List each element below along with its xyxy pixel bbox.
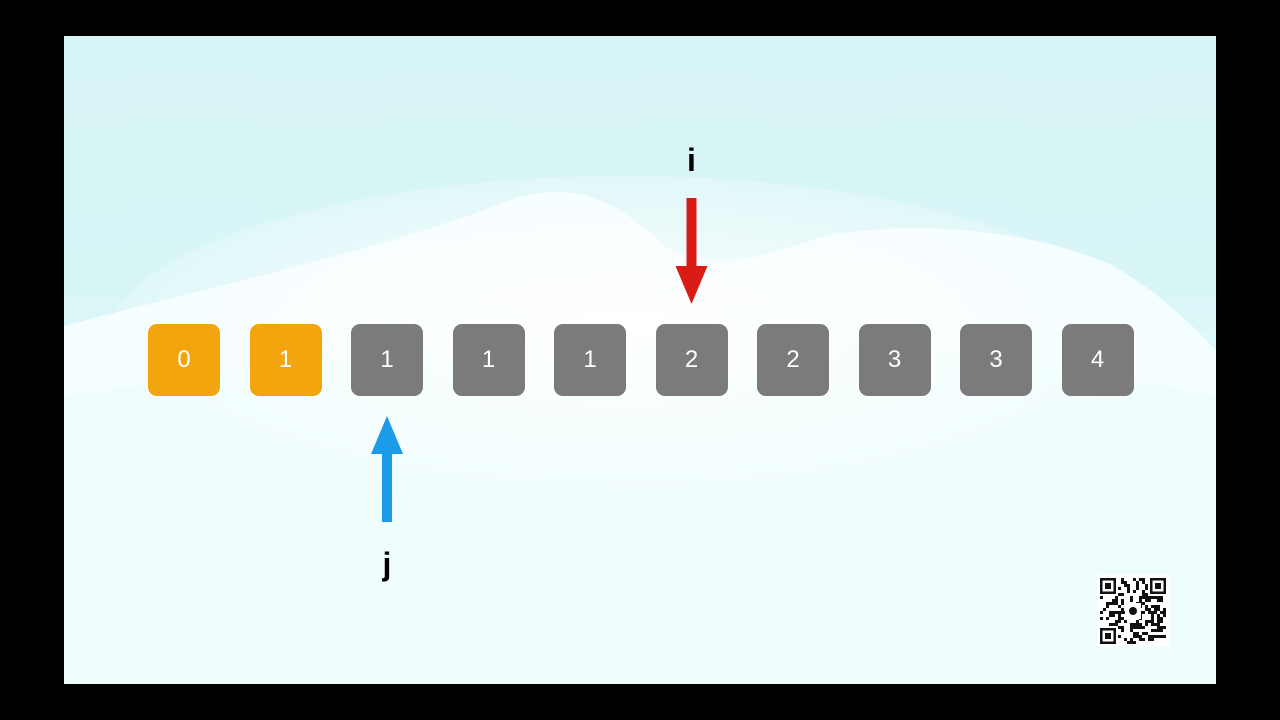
animation-frame: 0 1 1 1 1 2 2 3 3 4 i j — [64, 36, 1216, 684]
array-cell-5: 2 — [655, 324, 728, 396]
array-cell-6: 2 — [757, 324, 829, 396]
qr-code-icon — [1097, 575, 1169, 647]
array-cell-1: 1 — [249, 324, 322, 396]
array-cell-0: 0 — [148, 324, 220, 396]
array-cell-7: 3 — [858, 324, 931, 396]
pointer-i-label: i — [687, 142, 696, 178]
snow-hills-background — [64, 176, 1216, 684]
array-cell-9: 4 — [1061, 324, 1134, 396]
array-cell-8: 3 — [960, 324, 1032, 396]
array-cell-2: 1 — [351, 324, 423, 396]
pointer-j-label: j — [382, 546, 392, 582]
array-cell-3: 1 — [452, 324, 525, 396]
array-cell-4: 1 — [554, 324, 626, 396]
